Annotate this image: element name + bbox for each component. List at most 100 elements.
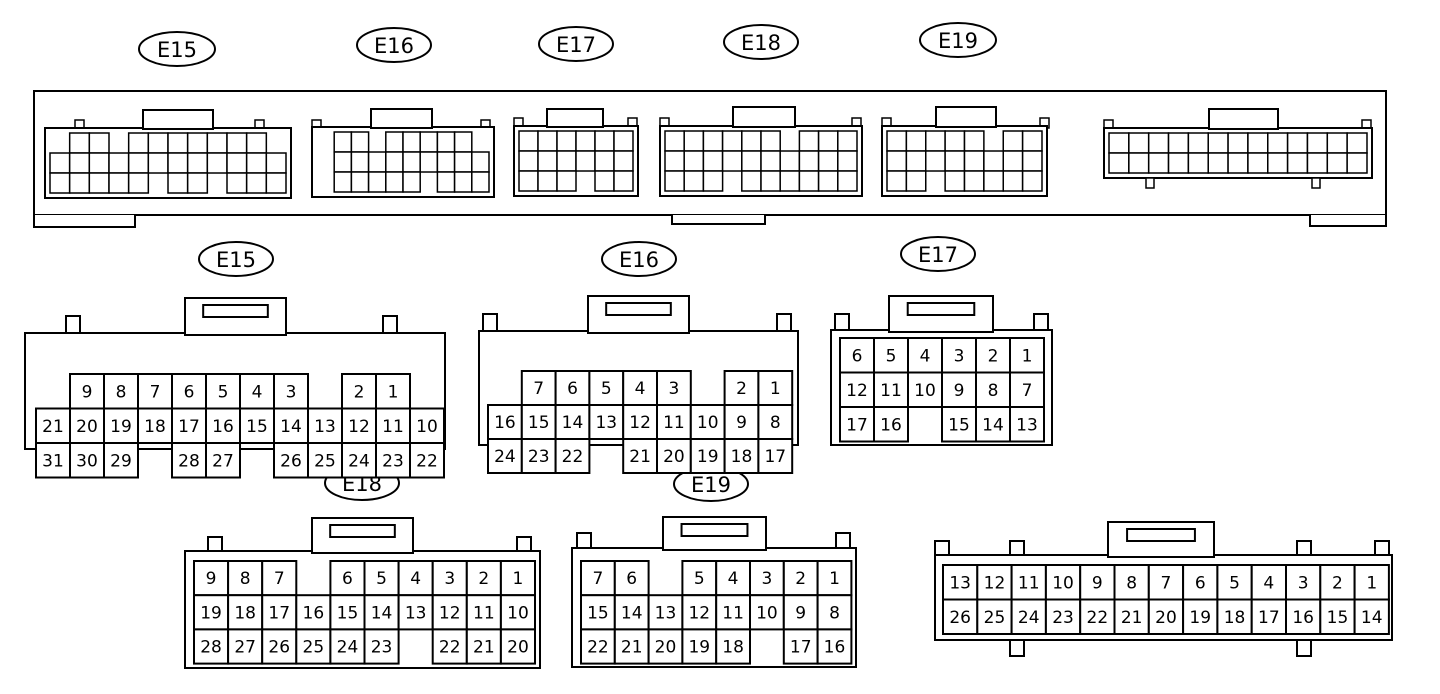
pin-number: 17 xyxy=(764,447,786,467)
pin-number: 5 xyxy=(218,382,229,402)
socket-cavity xyxy=(1108,132,1130,154)
socket-latch xyxy=(546,108,604,128)
pin-cell: 19 xyxy=(103,407,139,444)
socket-cavity xyxy=(683,150,705,172)
pin-cell: 17 xyxy=(261,594,298,631)
latch-slot xyxy=(329,524,396,538)
pin-cell: 21 xyxy=(1113,598,1150,635)
pin-number: 22 xyxy=(562,447,584,467)
pin-cell: 29 xyxy=(103,442,139,479)
pin-number: 6 xyxy=(626,569,637,589)
socket-cavity xyxy=(1326,132,1348,154)
socket-cavity xyxy=(798,130,820,152)
connector-label-text: E15 xyxy=(216,248,256,272)
pin-box xyxy=(816,628,853,665)
ecu-socket-e19 xyxy=(881,106,1050,197)
pin-number: 11 xyxy=(663,413,685,433)
pin-number: 2 xyxy=(988,346,999,366)
pin-number: 4 xyxy=(635,379,646,399)
latch-slot xyxy=(906,302,976,316)
pin-number: 13 xyxy=(655,603,677,623)
connector-label-text: E16 xyxy=(619,248,659,272)
pin-cell: 18 xyxy=(227,594,264,631)
pin-number: 27 xyxy=(234,638,256,658)
pin-cell: 18 xyxy=(715,628,752,665)
pin-box xyxy=(1216,564,1253,601)
socket-cavity xyxy=(167,152,189,174)
pin-number: 6 xyxy=(1195,573,1206,593)
pin-cell: 27 xyxy=(227,628,264,665)
pin-cell: 10 xyxy=(689,404,726,440)
latch-slot xyxy=(680,523,749,537)
socket-cavity xyxy=(88,132,110,154)
ecu-label-text: E18 xyxy=(741,31,781,55)
pin-cell: 11 xyxy=(375,407,411,444)
pin-number: 9 xyxy=(206,569,217,589)
socket-cavity xyxy=(944,130,966,152)
pin-number: 1 xyxy=(388,382,399,402)
pin-number: 12 xyxy=(688,603,710,623)
pin-cell: 23 xyxy=(520,438,557,474)
pin-cell: 18 xyxy=(1216,598,1253,635)
socket-foot xyxy=(1145,177,1155,189)
socket-cavity xyxy=(350,171,370,193)
pin-cell: 9 xyxy=(69,373,105,410)
pin-box xyxy=(295,594,332,631)
pin-cell: 20 xyxy=(69,407,105,444)
pin-cell: 16 xyxy=(816,628,853,665)
pin-number: 9 xyxy=(954,381,965,401)
pin-number: 11 xyxy=(1018,573,1040,593)
pin-number: 11 xyxy=(473,603,495,623)
socket-cavity xyxy=(702,130,724,152)
socket-cavity xyxy=(68,132,91,154)
ecu-socket-e15 xyxy=(44,109,292,199)
pin-cell: 3 xyxy=(749,560,785,597)
socket-cavity xyxy=(905,130,927,152)
pin-number: 14 xyxy=(562,413,584,433)
socket-cavity xyxy=(1326,152,1348,174)
socket-cavity xyxy=(741,170,762,192)
pin-cell: 8 xyxy=(816,594,853,631)
pin-cell: 25 xyxy=(976,598,1013,635)
socket-cavity xyxy=(265,152,287,174)
pin-box xyxy=(873,371,909,408)
pin-cell: 30 xyxy=(69,442,105,479)
socket-cavity xyxy=(1128,132,1150,154)
socket-cavity xyxy=(419,151,439,173)
pin-cell: 18 xyxy=(137,407,173,444)
pin-cell: 13 xyxy=(647,594,684,631)
socket-cavity xyxy=(245,132,268,154)
socket-cavity xyxy=(537,150,558,172)
pin-number: 16 xyxy=(824,638,846,658)
pin-cell: 15 xyxy=(941,406,977,443)
pin-cell: 19 xyxy=(193,594,230,631)
pin-number: 13 xyxy=(314,417,336,437)
pin-cell: 8 xyxy=(757,404,794,440)
pin-cell: 16 xyxy=(205,407,241,444)
socket-cavity xyxy=(265,172,287,194)
pin-box xyxy=(465,628,502,665)
pin-number: 5 xyxy=(1229,573,1240,593)
pin-number: 19 xyxy=(110,417,132,437)
socket-cavity xyxy=(1286,152,1309,174)
pin-cell: 12 xyxy=(431,594,468,631)
socket-cavity xyxy=(1227,152,1249,174)
socket-cavity xyxy=(664,150,685,172)
socket-cavity xyxy=(147,152,169,174)
pin-number: 9 xyxy=(795,603,806,623)
pin-cell: 27 xyxy=(205,442,241,479)
pin-box xyxy=(205,442,241,479)
pin-number: 22 xyxy=(416,451,438,471)
pin-number: 18 xyxy=(722,638,744,658)
socket-cavity xyxy=(1346,152,1368,174)
socket-cavity xyxy=(837,150,858,172)
pin-number: 7 xyxy=(274,569,285,589)
pin-number: 7 xyxy=(150,382,161,402)
socket-cavity xyxy=(245,172,268,194)
pin-cell: 7 xyxy=(520,370,557,406)
pin-number: 14 xyxy=(280,417,302,437)
socket-cavity xyxy=(905,170,927,192)
pin-cell: 23 xyxy=(363,628,400,665)
pin-number: 6 xyxy=(852,346,863,366)
